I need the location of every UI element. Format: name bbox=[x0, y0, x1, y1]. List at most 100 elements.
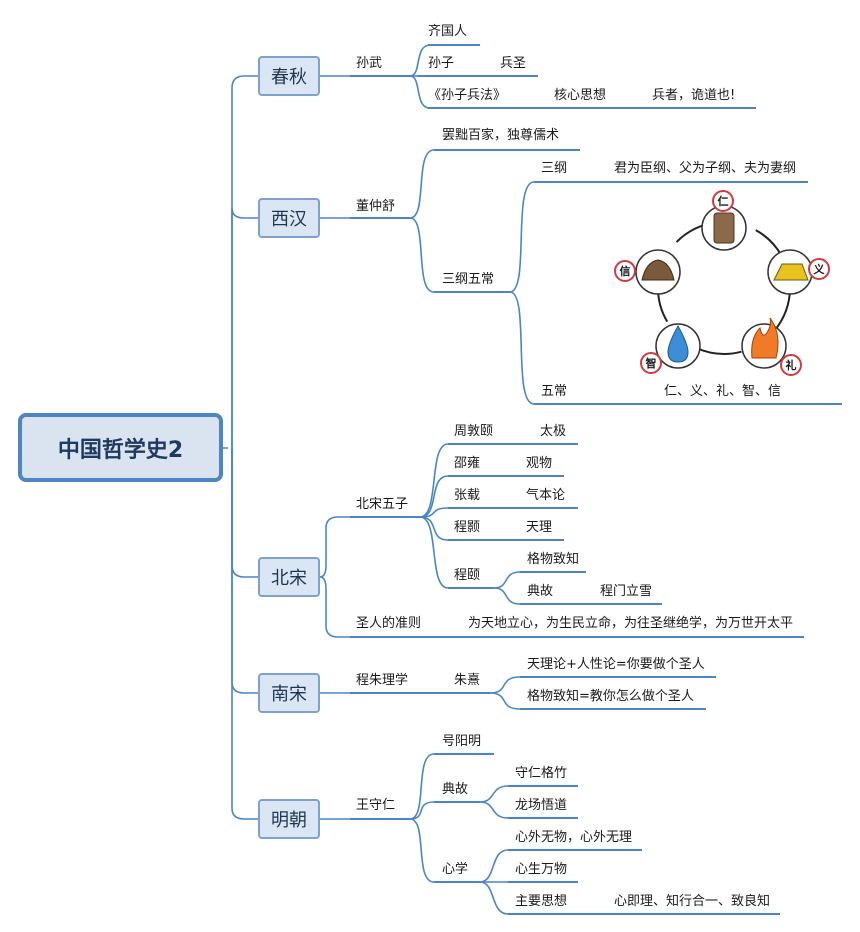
topic-chengyi[interactable]: 程颐 bbox=[454, 568, 481, 583]
topic-book[interactable]: 《孙子兵法》 bbox=[428, 88, 507, 103]
topic-xinxue-2[interactable]: 心生万物 bbox=[515, 862, 568, 877]
topic-xinxue-3-text[interactable]: 心即理、知行合一、致良知 bbox=[614, 894, 771, 909]
topic-shouren[interactable]: 守仁格竹 bbox=[515, 766, 568, 781]
era-nansong[interactable]: 南宋 bbox=[258, 673, 320, 713]
topic-gewu[interactable]: 格物致知 bbox=[527, 552, 580, 567]
underline bbox=[508, 881, 578, 883]
underline bbox=[350, 516, 420, 518]
underline bbox=[434, 149, 580, 151]
underline bbox=[590, 603, 662, 605]
underline bbox=[534, 181, 600, 183]
badge-xin: 信 bbox=[614, 260, 636, 282]
underline bbox=[434, 881, 480, 883]
topic-tianli[interactable]: 天理 bbox=[526, 520, 553, 535]
topic-zhuxi[interactable]: 朱熹 bbox=[454, 673, 481, 688]
topic-zhang[interactable]: 张载 bbox=[454, 488, 481, 503]
underline bbox=[508, 785, 578, 787]
topic-wuzi[interactable]: 北宋五子 bbox=[356, 497, 409, 512]
topic-longchang[interactable]: 龙场悟道 bbox=[515, 798, 568, 813]
underline bbox=[434, 801, 480, 803]
underline bbox=[506, 539, 564, 541]
topic-xinxue-3[interactable]: 主要思想 bbox=[515, 894, 568, 909]
root-topic[interactable]: 中国哲学史2 bbox=[18, 413, 223, 482]
topic-xinxue[interactable]: 心学 bbox=[442, 862, 469, 877]
underline bbox=[350, 818, 410, 820]
underline bbox=[520, 676, 716, 678]
underline bbox=[350, 75, 410, 77]
underline bbox=[508, 817, 578, 819]
topic-guanwu[interactable]: 观物 bbox=[526, 456, 553, 471]
topic-bingsheng[interactable]: 兵圣 bbox=[500, 56, 527, 71]
underline bbox=[526, 107, 638, 109]
underline bbox=[350, 692, 440, 694]
underline bbox=[350, 217, 410, 219]
underline bbox=[600, 913, 780, 915]
underline bbox=[350, 636, 446, 638]
topic-diangu-mc[interactable]: 典故 bbox=[442, 782, 469, 797]
underline bbox=[520, 571, 586, 573]
underline bbox=[428, 107, 526, 109]
topic-dong[interactable]: 董仲舒 bbox=[356, 199, 396, 214]
underline bbox=[638, 107, 756, 109]
topic-chengmen[interactable]: 程门立雪 bbox=[600, 584, 653, 599]
topic-nansong-1[interactable]: 天理论+人性论=你要做个圣人 bbox=[527, 657, 705, 672]
underline bbox=[446, 636, 804, 638]
topic-wang[interactable]: 王守仁 bbox=[356, 798, 396, 813]
underline bbox=[490, 75, 538, 77]
topic-nansong-2[interactable]: 格物致知=教你怎么做个圣人 bbox=[527, 689, 694, 704]
underline bbox=[600, 181, 808, 183]
topic-qiguoren[interactable]: 齐国人 bbox=[428, 24, 468, 39]
badge-ren: 仁 bbox=[712, 190, 734, 212]
badge-yi: 义 bbox=[808, 258, 830, 280]
topic-sunzi[interactable]: 孙子 bbox=[428, 56, 455, 71]
underline bbox=[448, 443, 512, 445]
topic-zhunze[interactable]: 圣人的准则 bbox=[356, 616, 422, 631]
underline bbox=[520, 603, 590, 605]
era-xihan[interactable]: 西汉 bbox=[258, 198, 320, 238]
topic-zhunze-text[interactable]: 为天地立心，为生民立命，为往圣继绝学，为万世开太平 bbox=[468, 616, 794, 631]
topic-taiji[interactable]: 太极 bbox=[540, 424, 567, 439]
era-chunqiu[interactable]: 春秋 bbox=[258, 56, 320, 96]
underline bbox=[506, 475, 564, 477]
underline bbox=[604, 403, 842, 405]
underline bbox=[448, 507, 506, 509]
underline bbox=[508, 913, 600, 915]
underline bbox=[434, 753, 494, 755]
topic-chenghao[interactable]: 程颢 bbox=[454, 520, 481, 535]
badge-li: 礼 bbox=[780, 354, 802, 376]
topic-sunwu[interactable]: 孙武 bbox=[356, 56, 383, 71]
underline bbox=[534, 403, 604, 405]
underline bbox=[512, 443, 578, 445]
underline bbox=[440, 692, 490, 694]
topic-chengzhu[interactable]: 程朱理学 bbox=[356, 673, 409, 688]
underline bbox=[434, 291, 510, 293]
era-mingchao[interactable]: 明朝 bbox=[258, 799, 320, 839]
topic-zhou[interactable]: 周敦颐 bbox=[454, 424, 494, 439]
wuchang-cycle-graphic bbox=[635, 205, 813, 369]
topic-bachu[interactable]: 罢黜百家，独尊儒术 bbox=[442, 128, 560, 143]
underline bbox=[448, 587, 494, 589]
badge-zhi: 智 bbox=[640, 352, 662, 374]
topic-wuchang-text[interactable]: 仁、义、礼、智、信 bbox=[664, 384, 782, 399]
topic-sgwc[interactable]: 三纲五常 bbox=[442, 272, 495, 287]
topic-sangang[interactable]: 三纲 bbox=[541, 161, 568, 176]
topic-qiben[interactable]: 气本论 bbox=[526, 488, 566, 503]
underline bbox=[418, 75, 490, 77]
topic-shao[interactable]: 邵雍 bbox=[454, 456, 481, 471]
underline bbox=[520, 708, 706, 710]
topic-diangu-bs[interactable]: 典故 bbox=[527, 584, 554, 599]
underline bbox=[448, 539, 506, 541]
topic-sangang-text[interactable]: 君为臣纲、父为子纲、夫为妻纲 bbox=[614, 161, 797, 176]
topic-xinxue-1[interactable]: 心外无物，心外无理 bbox=[515, 830, 633, 845]
underline bbox=[428, 44, 480, 46]
underline bbox=[448, 475, 506, 477]
topic-core[interactable]: 兵者，诡道也! bbox=[652, 88, 736, 103]
underline bbox=[506, 507, 578, 509]
topic-core-label[interactable]: 核心思想 bbox=[554, 88, 607, 103]
topic-hao[interactable]: 号阳明 bbox=[442, 734, 482, 749]
underline bbox=[508, 849, 642, 851]
topic-wuchang[interactable]: 五常 bbox=[541, 384, 568, 399]
era-beisong[interactable]: 北宋 bbox=[258, 557, 320, 597]
wuchang-illustration: 仁 义 礼 智 信 bbox=[612, 188, 834, 380]
